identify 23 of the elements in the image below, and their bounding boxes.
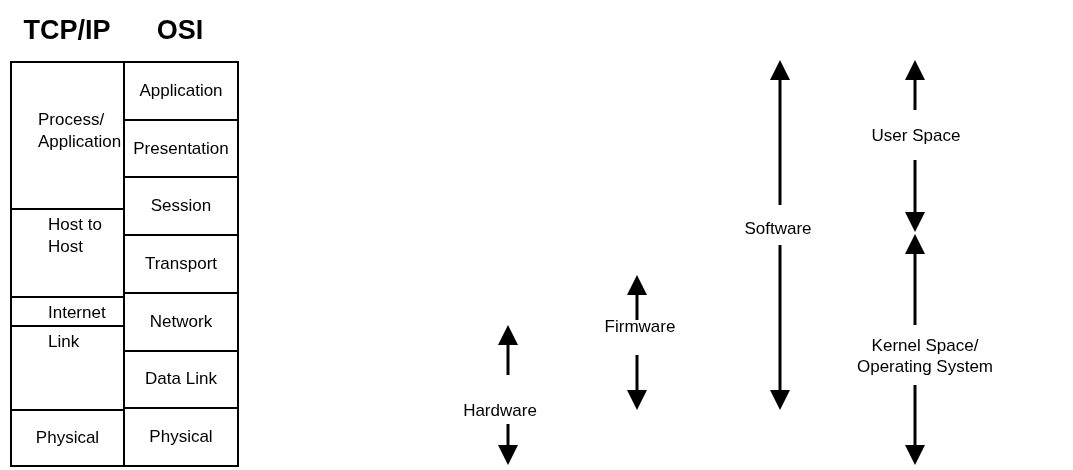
layer-name: Physical bbox=[35, 427, 100, 449]
layer-name: Physical bbox=[149, 426, 213, 449]
layer-name: Link bbox=[48, 331, 80, 353]
layer-box bbox=[10, 61, 125, 210]
span-label: Hardware bbox=[463, 399, 537, 421]
layer-name: Session bbox=[150, 195, 212, 218]
layer-name: Internet bbox=[48, 302, 106, 324]
layer-name: Process/ Application bbox=[38, 109, 123, 153]
column-heading: TCP/IP bbox=[23, 19, 111, 41]
span-label: Firmware bbox=[604, 315, 676, 337]
layer-name: Transport bbox=[144, 253, 218, 275]
layer-box bbox=[10, 409, 125, 467]
layer-box bbox=[123, 407, 239, 467]
span-label: Kernel Space/ Operating System bbox=[855, 335, 995, 377]
layer-name: Network bbox=[149, 310, 213, 333]
layer-name: Presentation bbox=[133, 137, 229, 160]
span-label: Software bbox=[744, 217, 812, 239]
span-label: User Space bbox=[871, 124, 961, 146]
layer-name: Host to Host bbox=[48, 214, 103, 258]
layer-box bbox=[123, 61, 239, 121]
layer-name: Data Link bbox=[145, 368, 217, 391]
column-heading: OSI bbox=[156, 19, 204, 41]
layer-name: Application bbox=[139, 79, 223, 102]
